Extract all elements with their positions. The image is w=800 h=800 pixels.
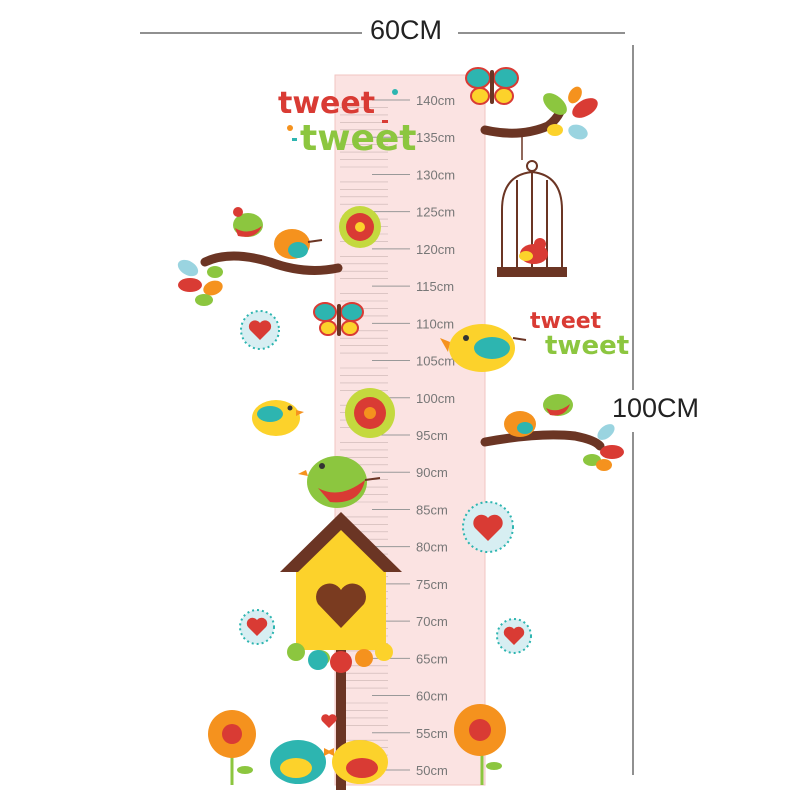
tweet-text-right-line2: tweet: [545, 331, 629, 361]
branch-right: [480, 430, 605, 451]
ruler-tick-label: 70cm: [416, 614, 448, 629]
bird-icon: [274, 229, 323, 259]
ruler-tick-label: 55cm: [416, 726, 448, 741]
bird-icon: [270, 740, 332, 784]
ruler-tick-label: 125cm: [416, 205, 455, 220]
ruler-tick-label: 130cm: [416, 167, 455, 182]
bird-icon: [504, 411, 536, 437]
sunflower-icon: [454, 704, 506, 785]
heart-icon: [321, 714, 337, 728]
birdhouse-icon: [280, 512, 402, 790]
flower-badge-icon: [339, 206, 381, 248]
ruler-tick-label: 100cm: [416, 391, 455, 406]
bird-icon: [233, 207, 263, 237]
heart-badge-icon: [239, 609, 275, 645]
sunflower-icon: [208, 710, 256, 785]
ruler-tick-label: 80cm: [416, 540, 448, 555]
bird-icon: [519, 238, 548, 264]
tweet-text-top-line1: tweet: [278, 86, 375, 121]
tweet-text-top-line2: tweet: [300, 118, 417, 159]
tweet-text-top: tweet tweet: [278, 86, 417, 159]
ruler-labels: 50cm 55cm 60cm 65cm 70cm 75cm 80cm 85cm 90cm 95cm…: [416, 93, 455, 778]
ruler-tick-label: 95cm: [416, 428, 448, 443]
ruler-tick-label: 105cm: [416, 354, 455, 369]
heart-badge-icon: [240, 310, 280, 350]
ruler-tick-label: 75cm: [416, 577, 448, 592]
leaf-cluster-icon: [583, 424, 624, 471]
heart-badge-icon: [462, 501, 514, 553]
ruler-tick-label: 50cm: [416, 763, 448, 778]
bird-icon: [252, 400, 304, 436]
width-dimension-label: 60CM: [366, 15, 447, 46]
butterfly-icon: [465, 67, 519, 105]
ruler-tick-label: 85cm: [416, 502, 448, 517]
bird-icon: [440, 324, 527, 372]
ruler-tick-label: 120cm: [416, 242, 455, 257]
ruler-tick-label: 65cm: [416, 651, 448, 666]
ruler-tick-label: 135cm: [416, 130, 455, 145]
branch-left: [200, 251, 343, 275]
bird-icon: [543, 394, 573, 416]
leaf-cluster-icon: [177, 259, 223, 306]
flower-badge-icon: [345, 388, 395, 438]
butterfly-icon: [313, 302, 364, 336]
ruler-tick-label: 110cm: [416, 316, 454, 331]
ruler-tick-label: 60cm: [416, 689, 448, 704]
tweet-text-right-line1: tweet: [530, 309, 602, 334]
leaf-cluster-icon: [543, 86, 598, 140]
tweet-text-right: tweet tweet: [530, 309, 629, 361]
branch-top-right: [480, 107, 565, 160]
bird-icon: [298, 456, 381, 508]
ruler-tick-label: 90cm: [416, 465, 448, 480]
ruler-tick-label: 115cm: [416, 279, 454, 294]
height-dimension-label: 100CM: [608, 393, 704, 424]
ruler-tick-label: 140cm: [416, 93, 455, 108]
heart-badge-icon: [496, 618, 532, 654]
bird-icon: [326, 740, 388, 784]
